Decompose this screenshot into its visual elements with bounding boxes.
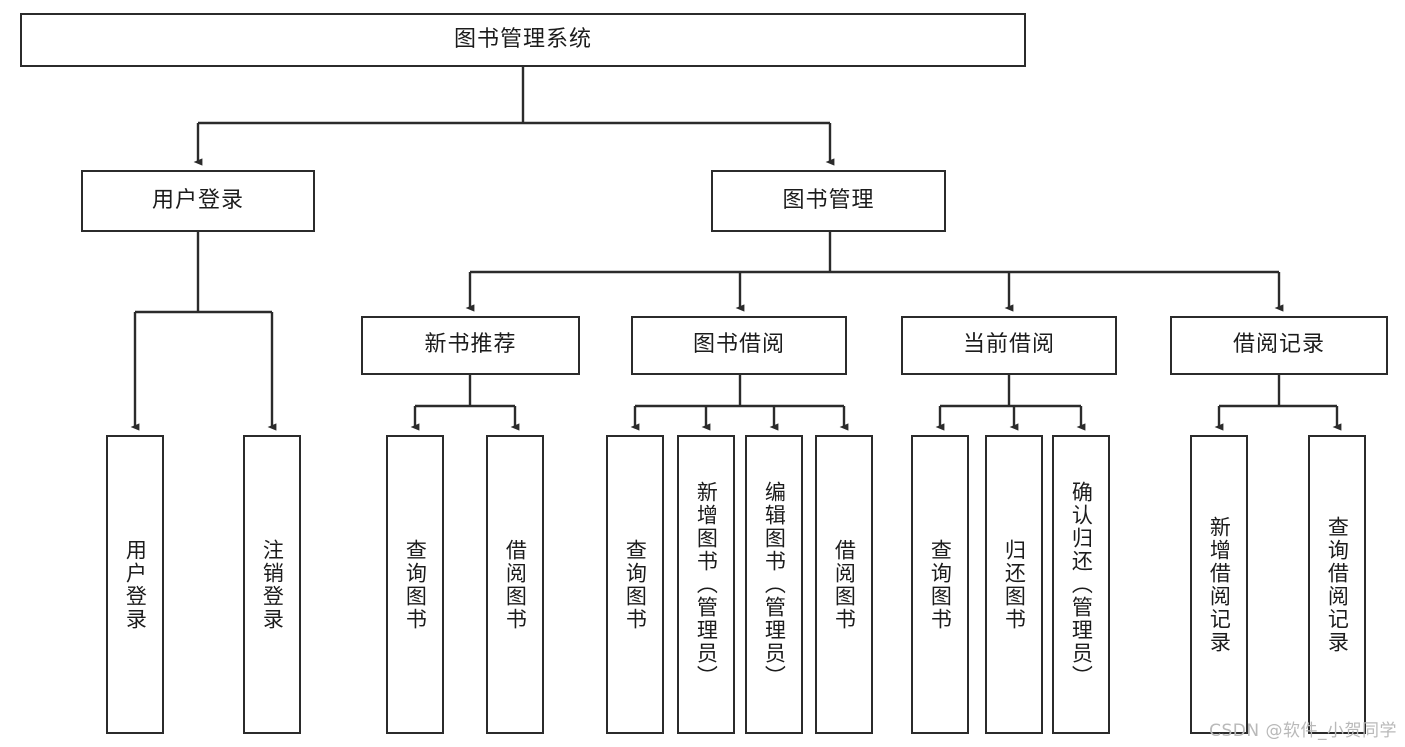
node-leaf-query-book-rec-label: 查询图书 xyxy=(403,538,428,631)
node-leaf-confirm-return-label: 确认归还（管理员） xyxy=(1069,481,1094,688)
node-leaf-return-book[interactable]: 归还图书 xyxy=(985,435,1043,734)
node-leaf-add-record[interactable]: 新增借阅记录 xyxy=(1190,435,1248,734)
node-leaf-query-book-current-label: 查询图书 xyxy=(928,538,953,631)
node-leaf-add-record-label: 新增借阅记录 xyxy=(1207,515,1232,654)
node-leaf-add-book[interactable]: 新增图书（管理员） xyxy=(677,435,735,734)
node-leaf-user-login-label: 用户登录 xyxy=(123,538,148,631)
node-book-manage[interactable]: 图书管理 xyxy=(711,170,946,232)
node-user-login[interactable]: 用户登录 xyxy=(81,170,315,232)
node-borrow-record[interactable]: 借阅记录 xyxy=(1170,316,1388,375)
watermark-text: CSDN @软件_小贺同学 xyxy=(1209,721,1397,741)
node-user-login-label: 用户登录 xyxy=(151,187,244,213)
node-leaf-borrow-book[interactable]: 借阅图书 xyxy=(815,435,873,734)
node-leaf-query-book-rec[interactable]: 查询图书 xyxy=(386,435,444,734)
node-current-borrow-label: 当前借阅 xyxy=(962,332,1055,358)
node-leaf-user-login[interactable]: 用户登录 xyxy=(106,435,164,734)
node-leaf-logout[interactable]: 注销登录 xyxy=(243,435,301,734)
node-leaf-return-book-label: 归还图书 xyxy=(1002,538,1027,631)
node-current-borrow[interactable]: 当前借阅 xyxy=(901,316,1117,375)
node-leaf-query-book-borrow[interactable]: 查询图书 xyxy=(606,435,664,734)
node-leaf-edit-book[interactable]: 编辑图书（管理员） xyxy=(745,435,803,734)
node-leaf-logout-label: 注销登录 xyxy=(260,538,285,631)
node-book-borrow[interactable]: 图书借阅 xyxy=(631,316,847,375)
node-leaf-borrow-book-rec-label: 借阅图书 xyxy=(503,538,528,631)
node-leaf-add-book-label: 新增图书（管理员） xyxy=(694,481,719,688)
node-new-book-recommend-label: 新书推荐 xyxy=(424,332,517,358)
node-leaf-query-record-label: 查询借阅记录 xyxy=(1325,515,1350,654)
node-borrow-record-label: 借阅记录 xyxy=(1232,332,1325,358)
node-root-label: 图书管理系统 xyxy=(453,26,592,52)
node-leaf-borrow-book-label: 借阅图书 xyxy=(832,538,857,631)
node-leaf-borrow-book-rec[interactable]: 借阅图书 xyxy=(486,435,544,734)
node-leaf-edit-book-label: 编辑图书（管理员） xyxy=(762,481,787,688)
node-leaf-query-book-borrow-label: 查询图书 xyxy=(623,538,648,631)
node-leaf-confirm-return[interactable]: 确认归还（管理员） xyxy=(1052,435,1110,734)
node-leaf-query-book-current[interactable]: 查询图书 xyxy=(911,435,969,734)
node-book-borrow-label: 图书借阅 xyxy=(692,332,785,358)
node-book-manage-label: 图书管理 xyxy=(782,187,875,213)
node-leaf-query-record[interactable]: 查询借阅记录 xyxy=(1308,435,1366,734)
node-new-book-recommend[interactable]: 新书推荐 xyxy=(361,316,580,375)
node-root[interactable]: 图书管理系统 xyxy=(20,13,1026,67)
